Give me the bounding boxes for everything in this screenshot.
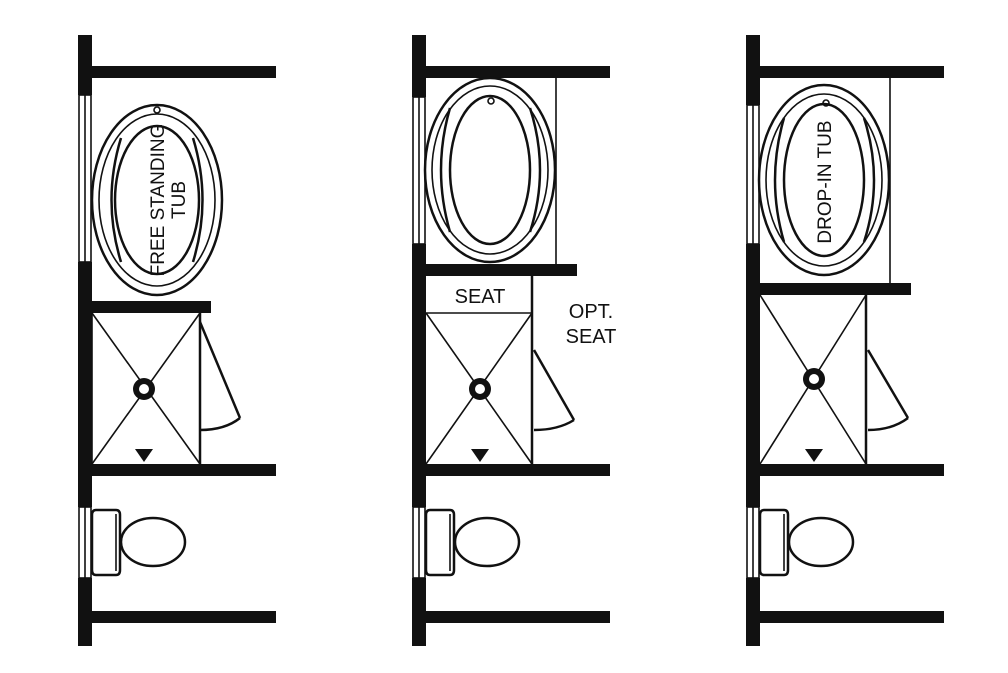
exterior-wall-middle <box>78 262 92 507</box>
exterior-wall-upper <box>78 35 92 95</box>
exterior-wall-lower <box>78 578 92 646</box>
exterior-wall-lower <box>412 578 426 646</box>
shower-bottom-wall <box>758 464 944 476</box>
exterior-wall-upper <box>746 35 760 105</box>
tub-label: DROP-IN TUB <box>815 120 836 243</box>
tub-bottom-wall <box>424 264 577 276</box>
window-upper <box>412 96 426 245</box>
tub-bottom-wall <box>758 283 911 295</box>
drop-in-tub <box>757 83 891 277</box>
bottom-wall <box>758 611 944 623</box>
freestanding-tub <box>90 103 224 297</box>
exterior-wall-middle <box>412 244 426 507</box>
shower-door-swing <box>866 349 910 432</box>
drop-in-tub <box>423 76 557 264</box>
plan-freestanding-tub: FREE STANDING TUB <box>78 35 276 646</box>
window-lower <box>412 506 426 579</box>
opt-seat-label-line-2: SEAT <box>566 326 617 348</box>
shower-bottom-wall <box>424 464 610 476</box>
toilet <box>90 508 187 577</box>
shower-top-wall <box>90 301 211 313</box>
top-wall <box>424 66 610 78</box>
shower-drain <box>803 368 825 390</box>
shower-bottom-wall <box>90 464 276 476</box>
seat <box>426 276 534 464</box>
top-wall <box>758 66 944 78</box>
toilet <box>424 508 521 577</box>
shower-door-swing <box>532 349 576 432</box>
shower-drain <box>469 378 491 400</box>
plan-tub-with-seat: SEAT OPT. SEAT <box>412 35 616 646</box>
exterior-wall-upper <box>412 35 426 97</box>
shower-drain <box>133 378 155 400</box>
seat-label: SEAT <box>455 286 506 308</box>
shower-head <box>135 449 153 462</box>
shower-head <box>471 449 489 462</box>
exterior-wall-middle <box>746 244 760 507</box>
tub-label-line-2: TUB <box>169 181 190 219</box>
bottom-wall <box>424 611 610 623</box>
opt-seat-label-line-1: OPT. <box>569 301 613 323</box>
top-wall <box>90 66 276 78</box>
shower-door-swing <box>198 321 242 432</box>
window-lower <box>746 506 760 579</box>
toilet <box>758 508 855 577</box>
window-lower <box>78 506 92 579</box>
window-upper <box>78 94 92 263</box>
plan-drop-in-tub: DROP-IN TUB <box>746 35 944 646</box>
exterior-wall-lower <box>746 578 760 646</box>
bottom-wall <box>90 611 276 623</box>
shower-head <box>805 449 823 462</box>
window-upper <box>746 104 760 245</box>
tub-label-line-1: FREE STANDING <box>148 124 169 277</box>
